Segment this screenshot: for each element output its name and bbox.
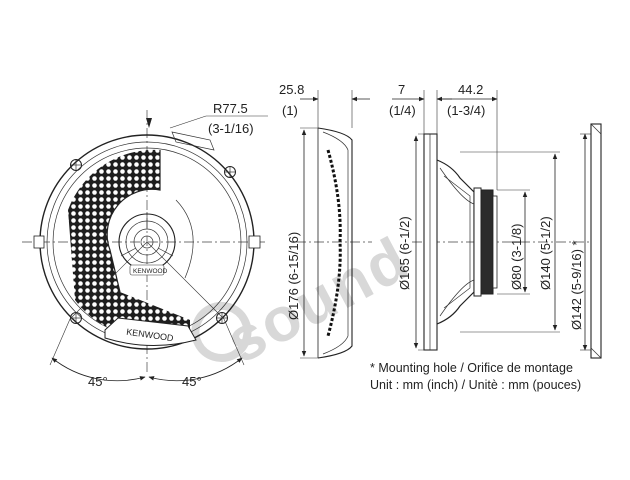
side-depth-value: 25.8	[279, 82, 304, 97]
tweeter-center	[140, 235, 154, 249]
mount-panel-hatch-1	[590, 123, 602, 135]
angle-ext-right	[223, 318, 245, 366]
cut-magnet-plate	[473, 187, 482, 297]
mount-panel	[590, 123, 602, 359]
radius-inch-label: (3-1/16)	[208, 121, 254, 136]
angle-left-label: 45°	[88, 374, 108, 389]
d140-label: Ø140 (5-1/2)	[538, 216, 553, 290]
terminal-right	[248, 235, 261, 249]
tweeter-logo-plate	[129, 264, 165, 276]
flange-inch: (1/4)	[389, 103, 416, 118]
side-diameter-label: Ø176 (6-15/16)	[286, 232, 301, 320]
angle-ext-left	[49, 318, 71, 366]
side-grill-mesh	[326, 149, 342, 337]
cutaway-view: 7 (1/4) 44.2 (1-3/4) Ø165 (6-1/2) Ø80 (3…	[389, 82, 602, 359]
angle-right-label: 45°	[182, 374, 202, 389]
cut-magnet-back	[492, 195, 498, 289]
d165-label: Ø165 (6-1/2)	[397, 216, 412, 290]
mounting-hole-lower-right	[216, 312, 228, 324]
cut-flange	[423, 133, 438, 351]
cut-cone-top	[439, 167, 475, 205]
mount-depth-inch: (1-3/4)	[447, 103, 485, 118]
flange-value: 7	[398, 82, 405, 97]
tweeter-logo-text: KENWOOD	[133, 268, 168, 275]
side-view: 25.8 (1) Ø176 (6-15/16)	[279, 82, 372, 359]
mount-panel-hatch-2	[590, 347, 602, 359]
angle-arc-right	[148, 357, 243, 382]
cut-magnet	[480, 189, 494, 295]
mounting-hole-upper-left	[70, 159, 82, 171]
cut-basket-inner	[443, 175, 471, 309]
mount-depth-value: 44.2	[458, 82, 483, 97]
terminal-left	[33, 235, 45, 249]
cut-cone-bottom	[439, 279, 475, 317]
note-units: Unit : mm (inch) / Unitè : mm (pouces)	[370, 378, 581, 392]
angle-line-left	[69, 241, 148, 320]
watermark-ring	[191, 301, 252, 362]
side-grill-inner	[322, 131, 349, 355]
frame-tab	[171, 131, 215, 151]
angle-arc-left	[51, 357, 146, 382]
d80-label: Ø80 (3-1/8)	[509, 224, 524, 290]
radius-leader	[169, 115, 207, 129]
tweeter-bridge-3	[157, 247, 174, 257]
tweeter-bridge-2	[120, 247, 137, 257]
mounting-hole-upper-right	[224, 166, 236, 178]
note-mounting-hole: * Mounting hole / Orifice de montage	[370, 361, 573, 375]
angle-line-right	[146, 241, 225, 320]
side-grill-outline	[317, 127, 353, 359]
brand-plate	[104, 317, 197, 346]
cone-contour	[175, 199, 194, 279]
frame-notch-top	[146, 118, 152, 128]
d142-label: Ø142 (5-9/16) *	[569, 240, 584, 330]
mounting-hole-lower-left	[70, 312, 82, 324]
radius-value-label: R77.5	[213, 101, 248, 116]
side-depth-inch: (1)	[282, 103, 298, 118]
cone-edge	[106, 150, 161, 293]
